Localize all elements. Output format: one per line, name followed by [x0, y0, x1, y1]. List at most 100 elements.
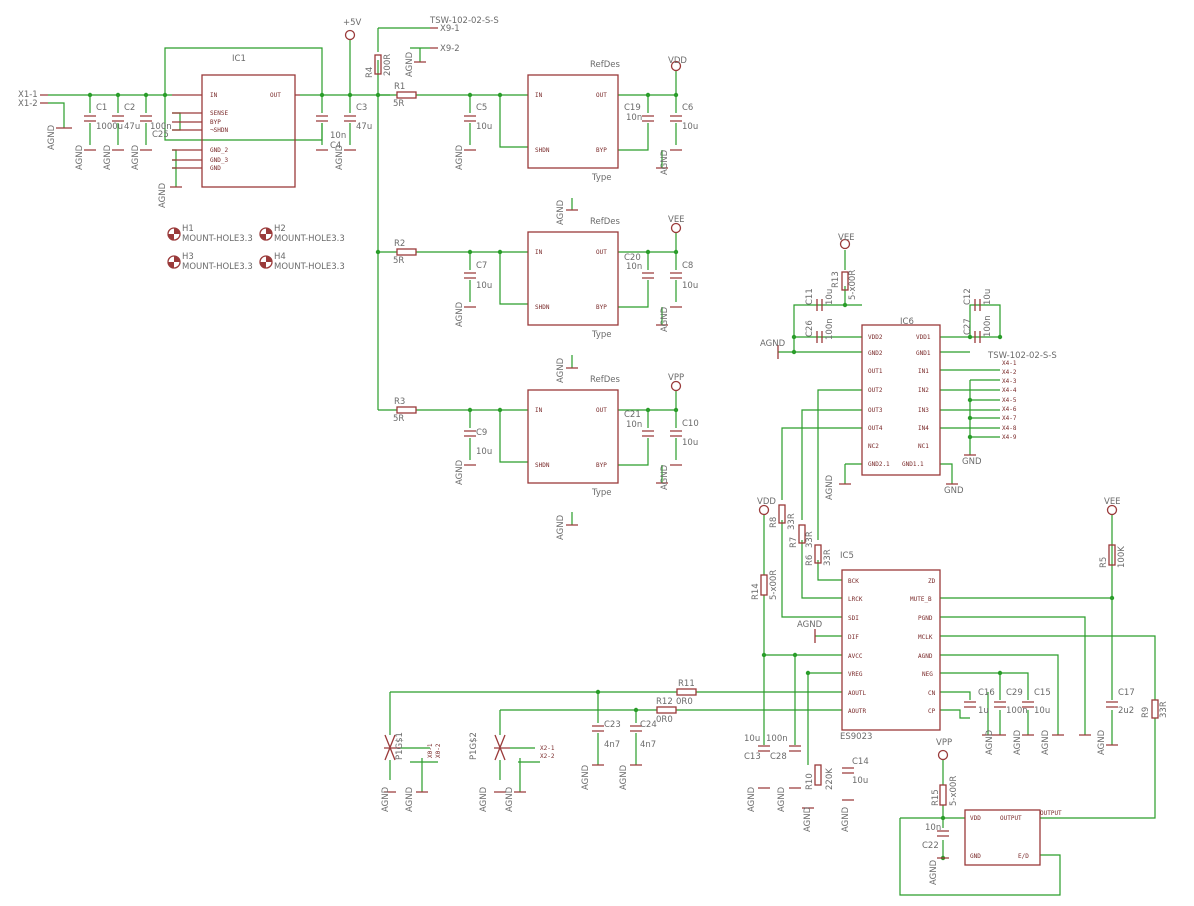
c13-name: C13 — [744, 752, 761, 762]
c20-name: C20 — [624, 253, 641, 263]
ic5-pin-bck: BCK — [848, 578, 859, 585]
r5-name: R5 — [1099, 557, 1109, 568]
c29-name: C29 — [1006, 688, 1023, 698]
ic5-pin-dif: DIF — [848, 634, 859, 641]
c10-name: C10 — [682, 419, 699, 429]
r6-name: R6 — [805, 555, 815, 566]
ic6-pin-gnd21: GND2.1 — [868, 461, 890, 468]
r3-value: 5R — [393, 414, 404, 424]
schematic-labels: X1-1 X1-2 IC1 IN OUT SENSE BYP ¬SHDN GND… — [18, 16, 1169, 885]
ic6-pin-out2: OUT2 — [868, 387, 883, 394]
reg1-type: Type — [591, 173, 612, 183]
reg2-pin-in: IN — [535, 249, 543, 256]
reg1-pin-out: OUT — [596, 92, 607, 99]
c22-name: C22 — [922, 841, 939, 851]
reg1-pin-in: IN — [535, 92, 543, 99]
ic6-pin-gnd1: GND1 — [916, 350, 931, 357]
c7-name: C7 — [476, 261, 487, 271]
c15-value: 10u — [1034, 706, 1050, 716]
reg3-pin-shdn: SHDN — [535, 462, 550, 469]
h4-name: H4 — [274, 252, 286, 262]
agnd-10: AGND — [455, 301, 465, 327]
ic1-pin-gnd2: GND_2 — [210, 147, 228, 154]
c17-name: C17 — [1118, 688, 1135, 698]
reg1-pin-byp: BYP — [596, 147, 607, 154]
c16-value: 1u — [978, 706, 989, 716]
reg3-refdes: RefDes — [590, 375, 621, 385]
net-output: OUTPUT — [1040, 810, 1062, 817]
x4-4: X4-4 — [1002, 387, 1017, 394]
r11-value: 0R0 — [676, 697, 693, 707]
supply-vpp-1: VPP — [668, 373, 684, 383]
c25-name: C25 — [152, 130, 169, 140]
r3-name: R3 — [394, 397, 405, 407]
agnd-3: AGND — [103, 144, 113, 170]
c27-name: C27 — [963, 318, 973, 335]
ic6-pin-gnd2: GND2 — [868, 350, 883, 357]
agnd-ic5: AGND — [797, 620, 823, 630]
agnd-29: AGND — [1041, 729, 1051, 755]
ic5-pin-vreg: VREG — [848, 671, 863, 678]
h2-value: MOUNT-HOLE3.3 — [274, 234, 345, 244]
x0-2: X0-2 — [435, 743, 442, 758]
c11-value: 10u — [825, 289, 835, 305]
supply-vee-2: VEE — [838, 233, 855, 243]
x4-8: X4-8 — [1002, 425, 1017, 432]
supply-vdd-1: VDD — [668, 56, 687, 66]
ic5-pin-aoutr: AOUTR — [848, 708, 866, 715]
ic5-pin-cp: CP — [928, 708, 936, 715]
x2-2: X2-2 — [540, 753, 555, 760]
osc-pin-gnd: GND — [970, 853, 981, 860]
c19-value: 10n — [626, 113, 642, 123]
c22-value: 10n — [925, 823, 941, 833]
ic5-pin-cn: CN — [928, 690, 936, 697]
h3-value: MOUNT-HOLE3.3 — [182, 262, 253, 272]
agnd-11: AGND — [556, 357, 566, 383]
agnd-r4: AGND — [405, 51, 415, 77]
agnd-9: AGND — [660, 149, 670, 175]
agnd-18: AGND — [405, 786, 415, 812]
c17-value: 2u2 — [1118, 706, 1134, 716]
x4-6: X4-6 — [1002, 406, 1017, 413]
c3-value: 47u — [356, 122, 372, 132]
r4-name: R4 — [365, 67, 375, 78]
pot2-name: P1G$2 — [469, 732, 479, 760]
x4-7: X4-7 — [1002, 415, 1017, 422]
h4-value: MOUNT-HOLE3.3 — [274, 262, 345, 272]
r10-name: R10 — [805, 773, 815, 790]
agnd-22: AGND — [619, 764, 629, 790]
tsw-header-2: TSW-102-02-S-S — [987, 351, 1057, 361]
agnd-30: AGND — [1097, 729, 1107, 755]
reg2-pin-byp: BYP — [596, 304, 607, 311]
c13-value: 10u — [744, 734, 760, 744]
c12-value: 10u — [983, 289, 993, 305]
osc-body — [964, 809, 1041, 866]
c10-value: 10u — [682, 438, 698, 448]
agnd-24: AGND — [777, 786, 787, 812]
x4-2: X4-2 — [1002, 369, 1017, 376]
ic5-pin-avcc: AVCC — [848, 653, 863, 660]
reg-vpp-body — [527, 389, 619, 484]
reg3-type: Type — [591, 488, 612, 498]
ic5-pin-mclk: MCLK — [918, 634, 933, 641]
h2-name: H2 — [274, 224, 286, 234]
ic5-pin-pgnd: PGND — [918, 615, 933, 622]
agnd-31: AGND — [929, 859, 939, 885]
connector-x1-1: X1-1 — [18, 90, 38, 100]
agnd-2: AGND — [75, 144, 85, 170]
agnd-13: AGND — [455, 459, 465, 485]
x2-1: X2-1 — [540, 745, 555, 752]
ic6-pin-gnd11: GND1.1 — [902, 461, 924, 468]
r9-name: R9 — [1141, 707, 1151, 718]
agnd-26: AGND — [841, 806, 851, 832]
agnd-17: AGND — [381, 786, 391, 812]
reg2-pin-out: OUT — [596, 249, 607, 256]
c11-name: C11 — [805, 288, 815, 305]
agnd-8: AGND — [556, 199, 566, 225]
c4-value: 10n — [330, 131, 346, 141]
r5-value: 100K — [1117, 546, 1127, 568]
c7-value: 10u — [476, 281, 492, 291]
r15-value: 5-x00R — [949, 776, 959, 806]
agnd-25: AGND — [803, 806, 813, 832]
reg3-pin-byp: BYP — [596, 462, 607, 469]
